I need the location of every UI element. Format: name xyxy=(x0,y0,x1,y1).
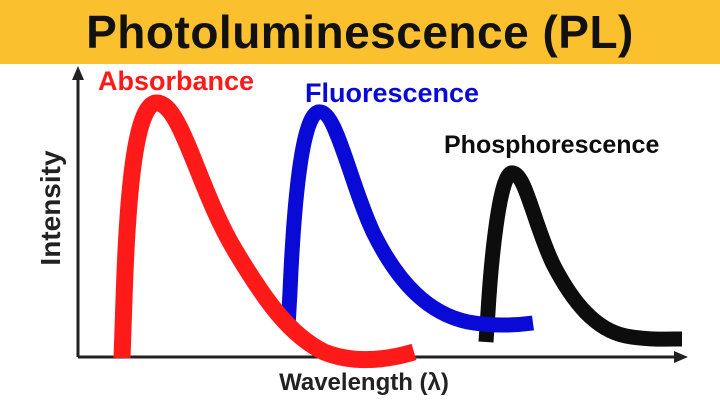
fluorescence-curve xyxy=(280,104,534,333)
absorbance-curve xyxy=(113,94,417,368)
phosphorescence-label: Phosphorescence xyxy=(444,131,659,159)
x-axis-arrowhead xyxy=(674,351,688,363)
y-axis-arrowhead xyxy=(72,66,84,80)
absorbance-label: Absorbance xyxy=(98,66,254,96)
title-container: Photoluminescence (PL) xyxy=(0,0,720,64)
title-band xyxy=(0,0,720,64)
fluorescence-label: Fluorescence xyxy=(305,78,479,108)
page-title: Photoluminescence (PL) xyxy=(86,6,634,58)
x-axis-label: Wavelength (λ) xyxy=(279,369,449,396)
phosphorescence-curve xyxy=(478,165,683,347)
y-axis-label: Intensity xyxy=(35,150,66,266)
